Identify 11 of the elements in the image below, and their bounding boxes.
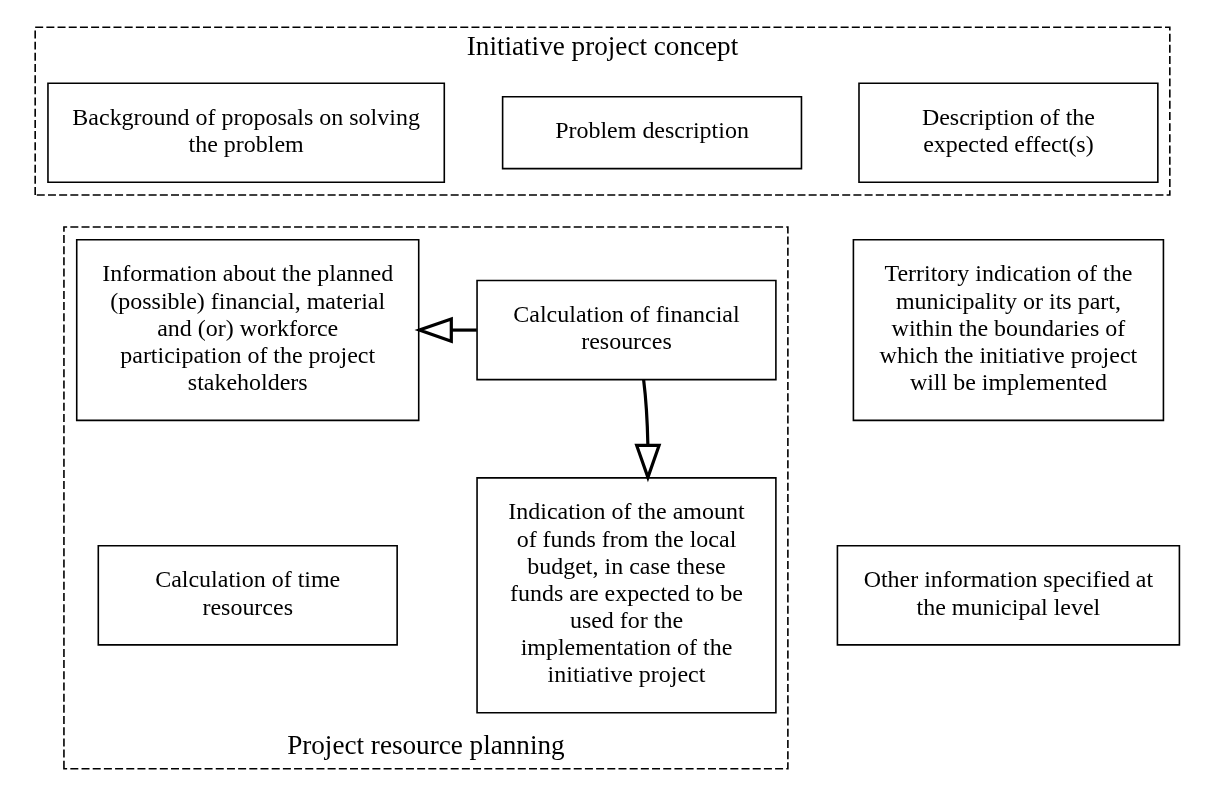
node-box: Problem description	[501, 95, 803, 170]
arrow	[414, 316, 477, 344]
node-box: Information about the planned (possible) financial, material and (or) workforce participation of the project stakeholders	[75, 239, 420, 422]
node-box: Background of proposals on solving the problem	[47, 82, 446, 184]
node-box: Indication of the amount of funds from the local budget, in case these funds are expected to be used for the implementation of the initiative project	[476, 477, 777, 714]
node-box: Calculation of financial resources	[476, 279, 777, 381]
node-box: Description of the expected effect(s)	[858, 82, 1159, 184]
node-box: Calculation of time resources	[97, 545, 398, 646]
node-box: Territory indication of the municipality or its part, within the boundaries of which the initiative project will be implemented	[852, 239, 1165, 422]
arrow	[634, 379, 662, 483]
node-box: Other information specified at the municipal level	[836, 545, 1181, 646]
